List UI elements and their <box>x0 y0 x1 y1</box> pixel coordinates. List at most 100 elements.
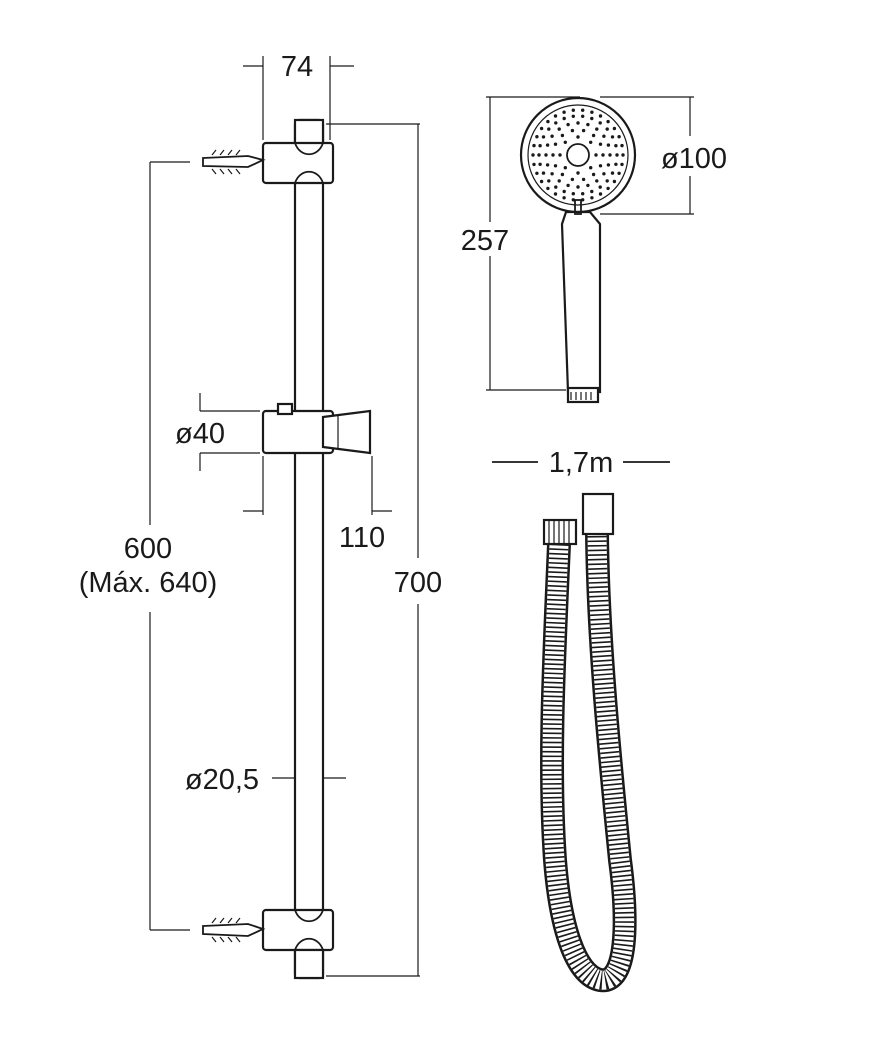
dimension-lines-bar <box>149 56 420 977</box>
nozzle-dot <box>590 110 594 114</box>
bottom-wall-plug <box>202 917 266 943</box>
hose-end-right <box>581 492 615 536</box>
nozzle-dot <box>615 153 619 157</box>
bottom-wall-bracket <box>202 908 335 952</box>
nozzle-dot <box>606 186 610 191</box>
nozzle-dot <box>566 122 570 127</box>
nozzle-dot <box>553 114 558 118</box>
shower-holder <box>261 402 372 455</box>
nozzle-dot <box>590 189 594 194</box>
rail-top-cap <box>293 118 325 146</box>
rail-bottom-cap <box>293 948 325 980</box>
nozzle-dot <box>539 179 544 184</box>
nozzle-dot <box>562 189 566 194</box>
shower-nozzles <box>531 108 625 202</box>
nozzle-dot <box>562 110 566 114</box>
nozzle-dot <box>614 144 618 148</box>
hand-shower <box>519 96 637 404</box>
label-bracket-distance-max: (Máx. 640) <box>79 567 218 599</box>
slide-rail <box>293 118 325 980</box>
label-bracket-distance: 600 <box>124 533 172 565</box>
nozzle-dot <box>550 172 554 176</box>
nozzle-dot <box>594 153 598 157</box>
nozzle-dot <box>581 128 586 133</box>
top-wall-bracket <box>202 141 335 185</box>
nozzle-dot <box>591 133 596 138</box>
nozzle-dot <box>546 119 550 124</box>
nozzle-dot <box>605 179 609 183</box>
nozzle-dot <box>571 192 575 196</box>
nozzle-dot <box>576 171 580 175</box>
nozzle-dot <box>560 172 565 177</box>
nozzle-dot <box>541 171 546 175</box>
hose-inner <box>542 531 635 990</box>
nozzle-dot <box>535 171 539 175</box>
nozzle-dot <box>595 127 599 131</box>
nozzle-dot <box>537 153 541 157</box>
nozzle-dot <box>532 143 536 148</box>
nozzle-dot <box>598 114 603 118</box>
nozzle-dot <box>612 179 617 184</box>
nozzle-dot <box>554 121 558 125</box>
shower-handle <box>560 210 602 394</box>
nozzle-dot <box>541 135 546 139</box>
nozzle-dot <box>558 153 562 157</box>
shower-connector <box>566 386 600 404</box>
nozzle-dot <box>547 179 551 183</box>
nozzle-dot <box>581 108 585 112</box>
nozzle-dot <box>545 163 550 167</box>
nozzle-dot <box>563 166 567 170</box>
nozzle-dot <box>557 179 561 183</box>
label-bar-diameter: ø20,5 <box>185 764 259 796</box>
nozzle-dot <box>610 171 615 175</box>
label-holder-offset: 110 <box>339 522 385 554</box>
nozzle-dot <box>602 134 606 138</box>
nozzle-dot <box>606 119 610 124</box>
nozzle-dot <box>581 192 585 196</box>
label-bar-length: 700 <box>394 567 442 599</box>
slide-bar-assembly <box>202 118 372 980</box>
nozzle-dot <box>566 183 570 188</box>
nozzle-dot <box>586 183 590 188</box>
nozzle-dot <box>602 172 606 176</box>
nozzle-dot <box>601 153 605 157</box>
nozzle-dot <box>610 135 615 139</box>
nozzle-dot <box>546 186 550 191</box>
nozzle-dot <box>598 164 603 168</box>
nozzle-dot <box>570 177 575 182</box>
top-wall-plug <box>202 149 266 175</box>
nozzle-dot <box>570 128 575 133</box>
nozzle-dot <box>571 108 575 112</box>
nozzle-dot <box>545 143 550 147</box>
nozzle-dot <box>586 122 590 127</box>
nozzle-dot <box>590 116 594 121</box>
nozzle-dot <box>576 121 580 125</box>
nozzle-dot <box>544 153 548 157</box>
nozzle-dot <box>581 177 586 182</box>
nozzle-dot <box>535 135 539 139</box>
shower-hose <box>540 492 637 993</box>
nozzle-dot <box>538 144 542 148</box>
nozzle-dot <box>620 162 624 167</box>
nozzle-dot <box>612 126 617 131</box>
nozzle-dot <box>563 140 567 144</box>
nozzle-dot <box>608 153 612 157</box>
nozzle-dot <box>598 142 603 146</box>
nozzle-dot <box>560 133 565 138</box>
nozzle-dot <box>539 126 544 131</box>
nozzle-dot <box>553 192 558 196</box>
nozzle-dot <box>589 140 593 144</box>
nozzle-dot <box>571 114 575 119</box>
nozzle-dot <box>531 153 535 157</box>
nozzle-dot <box>589 166 593 170</box>
nozzle-dot <box>620 143 624 148</box>
nozzle-dot <box>551 153 555 157</box>
label-bar-width: 74 <box>281 51 313 83</box>
nozzle-dot <box>557 127 561 131</box>
nozzle-dot <box>617 171 621 175</box>
label-handshower-length: 257 <box>461 225 509 257</box>
nozzle-dot <box>538 162 542 166</box>
nozzle-dot <box>605 127 609 131</box>
